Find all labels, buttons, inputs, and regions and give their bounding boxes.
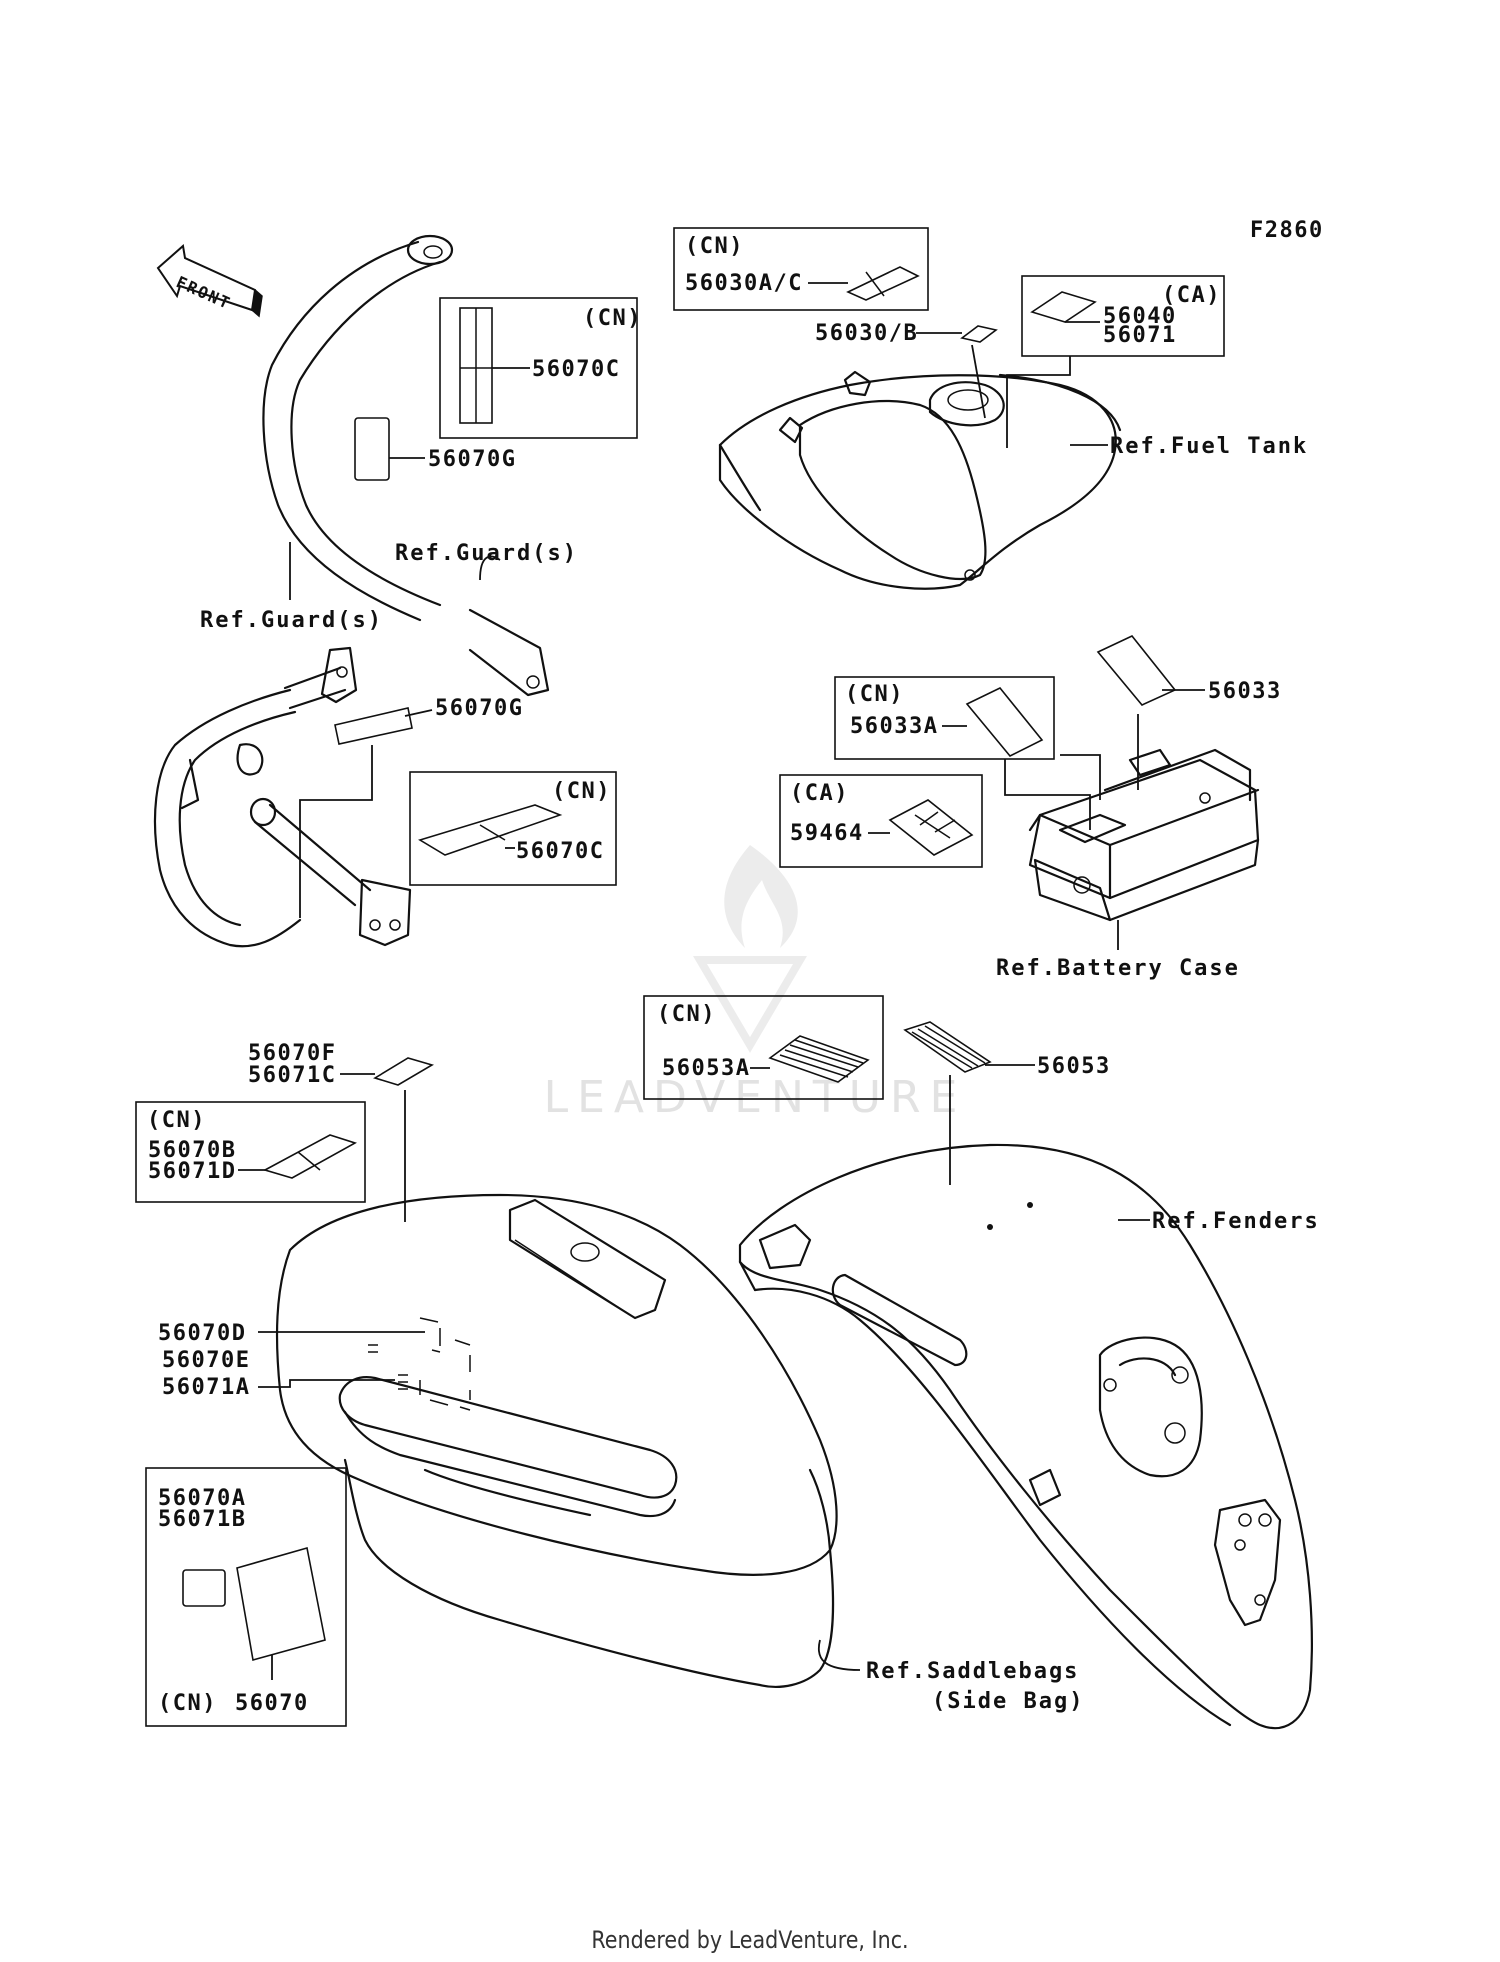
part-56030ac-label: 56030A/C — [685, 271, 803, 296]
part-56070d-label: 56070D — [158, 1321, 246, 1346]
box-cn-56033a: (CN) 56033A — [834, 676, 1055, 760]
watermark-text: LEADVENTURE — [544, 1072, 967, 1123]
decal-56070f — [373, 1057, 435, 1086]
ref-guard-top-label: Ref.Guard(s) — [395, 541, 578, 566]
part-56070c-mid-label: 56070C — [516, 839, 604, 864]
box-cn-56053a: (CN) 56053A — [643, 995, 884, 1100]
part-56071b-label: 56071B — [158, 1507, 246, 1532]
decal-56033 — [1096, 635, 1177, 706]
svg-text:(CA): (CA) — [1162, 283, 1221, 308]
footer-credit: Rendered by LeadVenture, Inc. — [591, 1926, 909, 1954]
decal-56070g-upper — [354, 417, 390, 481]
box-cn-56070c-mid: (CN) 56070C — [409, 771, 617, 886]
part-56070g-upper-label: 56070G — [428, 447, 516, 472]
part-59464-label: 59464 — [790, 821, 864, 846]
box-cn-56070b: (CN) 56070B 56071D — [135, 1101, 366, 1203]
part-56053a-label: 56053A — [662, 1056, 750, 1081]
box-ca-56040: (CA) 56040 56071 — [1021, 275, 1225, 357]
box-ca-59464: (CA) 59464 — [779, 774, 983, 868]
part-56071d-label: 56071D — [148, 1159, 236, 1184]
part-56071c-label: 56071C — [248, 1063, 336, 1088]
box-cn-56070c-top: (CN) 56070C — [439, 297, 642, 439]
part-56070-label: 56070 — [235, 1691, 309, 1716]
front-arrow-icon: FRONT — [156, 244, 263, 318]
part-56070a-label: 56070A — [158, 1486, 246, 1511]
part-56033-label: 56033 — [1208, 679, 1282, 704]
decal-56070g-lower — [334, 707, 413, 745]
part-56040-label: 56040 — [1103, 304, 1177, 329]
rear-fender-drawing — [738, 1143, 1313, 1730]
box-cn-56030ac: (CN) 56030A/C — [673, 227, 929, 311]
ref-side-bag-label: (Side Bag) — [932, 1689, 1084, 1714]
ref-guard-left-label: Ref.Guard(s) — [200, 608, 383, 633]
part-56033a-label: 56033A — [850, 714, 938, 739]
decal-56030b — [960, 325, 998, 343]
ref-saddlebags-label: Ref.Saddlebags — [866, 1659, 1079, 1684]
battery-case-drawing — [1028, 748, 1260, 922]
part-56030b-label: 56030/B — [815, 321, 918, 346]
ref-battery-case-label: Ref.Battery Case — [996, 956, 1240, 981]
fuel-tank-drawing — [718, 370, 1122, 590]
part-56053-label: 56053 — [1037, 1054, 1111, 1079]
svg-text:(CN): (CN) — [158, 1691, 217, 1716]
part-56070e-label: 56070E — [162, 1348, 250, 1373]
diagram-code: F2860 — [1250, 218, 1324, 243]
part-56070f-label: 56070F — [248, 1041, 336, 1066]
part-56070b-label: 56070B — [148, 1138, 236, 1163]
svg-text:(CN): (CN) — [147, 1108, 206, 1133]
svg-text:(CN): (CN) — [552, 779, 611, 804]
lower-guard-drawing — [153, 646, 413, 948]
svg-text:(CA): (CA) — [790, 781, 849, 806]
ref-fenders-label: Ref.Fenders — [1152, 1209, 1320, 1234]
part-56070c-top-label: 56070C — [532, 357, 620, 382]
upper-guard-drawing — [262, 234, 550, 697]
saddlebag-drawing — [275, 1193, 838, 1688]
part-56071a-label: 56071A — [162, 1375, 250, 1400]
svg-text:(CN): (CN) — [583, 306, 642, 331]
ref-fuel-tank-label: Ref.Fuel Tank — [1110, 434, 1308, 459]
svg-text:(CN): (CN) — [845, 682, 904, 707]
svg-text:(CN): (CN) — [685, 234, 744, 259]
part-56070g-lower-label: 56070G — [435, 696, 523, 721]
svg-text:(CN): (CN) — [657, 1002, 716, 1027]
part-56071-label: 56071 — [1103, 323, 1177, 348]
box-cn-56070a: 56070A 56071B (CN) 56070 — [145, 1467, 347, 1727]
watermark-logo: LEADVENTURE — [544, 845, 967, 1123]
